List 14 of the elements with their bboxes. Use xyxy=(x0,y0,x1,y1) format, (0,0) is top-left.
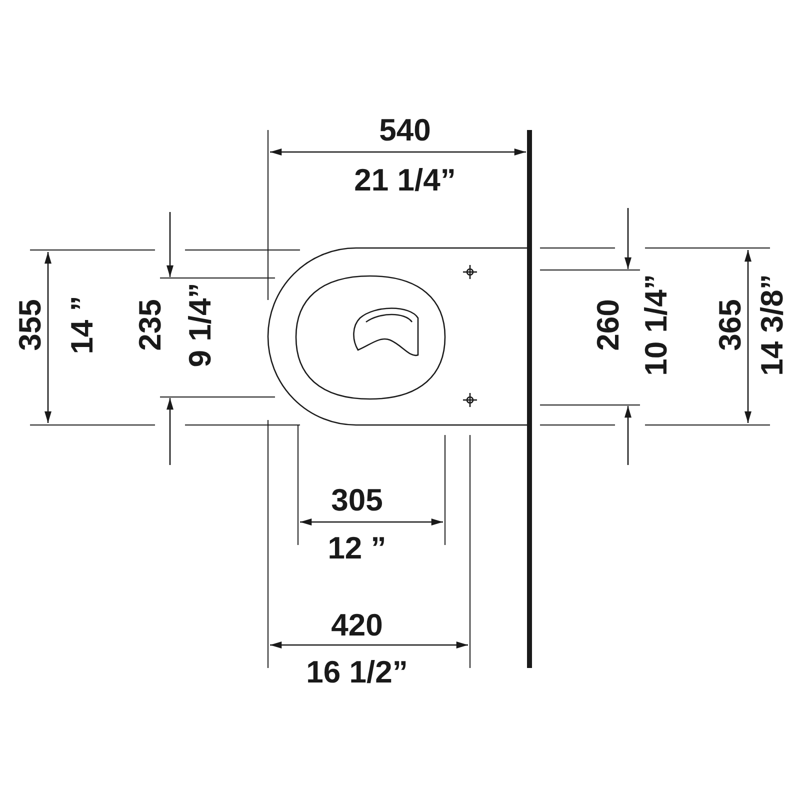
dimension-label: 305 xyxy=(331,484,383,516)
dimension-label: 14 3/8” xyxy=(756,274,788,376)
dimension-label: 12 ” xyxy=(328,532,386,564)
dimension-label: 355 xyxy=(14,299,46,351)
dimension-label: 235 xyxy=(134,299,166,351)
dimension-label: 9 1/4” xyxy=(184,282,216,368)
dimension-label: 21 1/4” xyxy=(354,164,456,196)
dimension-label: 365 xyxy=(714,299,746,351)
dimension-label: 16 1/2” xyxy=(306,656,408,688)
dimension-label: 420 xyxy=(331,610,383,640)
dimension-label: 14 ” xyxy=(66,296,98,354)
dimension-label: 540 xyxy=(379,114,431,146)
dimension-label: 260 xyxy=(592,299,624,351)
dimension-label: 10 1/4” xyxy=(640,274,672,376)
